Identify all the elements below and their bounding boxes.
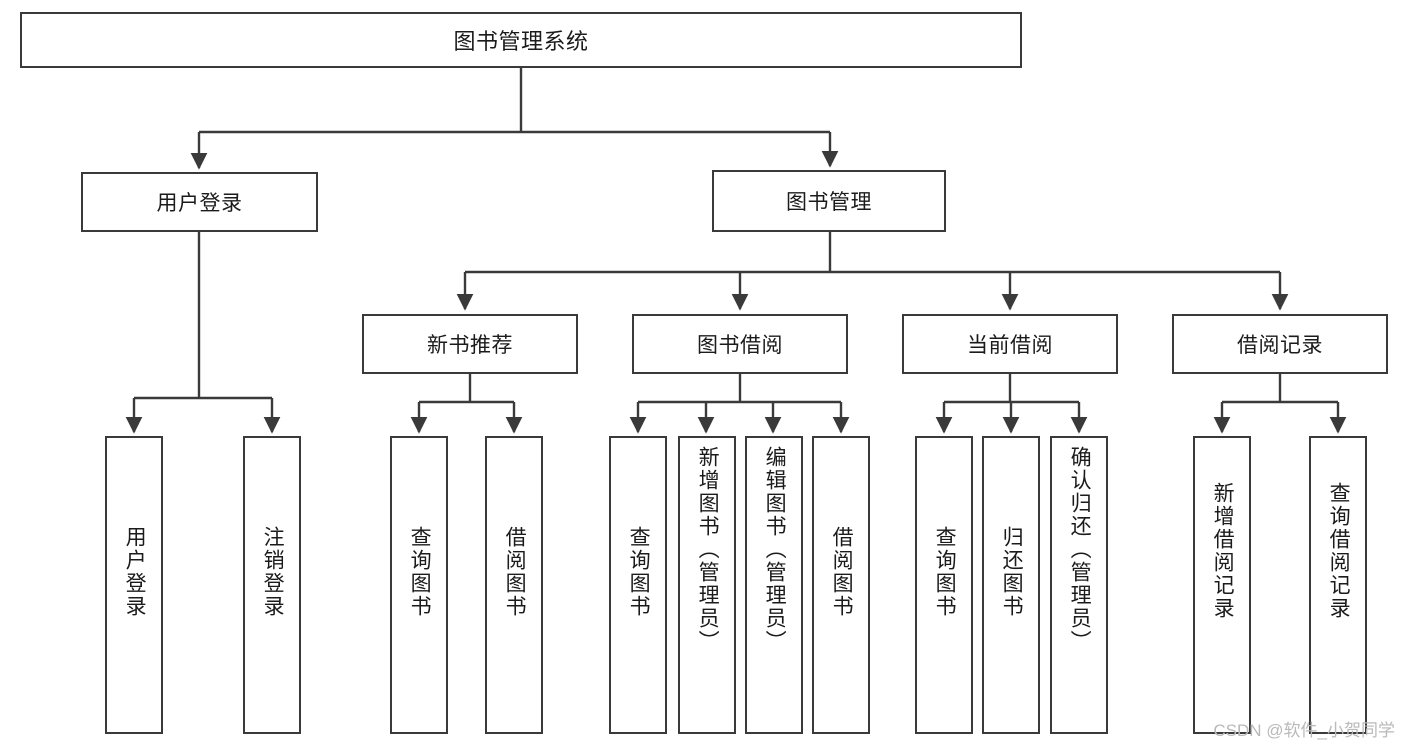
node-leaf-user-login-label: 用户登录	[123, 526, 147, 618]
node-leaf-br-query-record[interactable]: 查询借阅记录	[1309, 436, 1367, 734]
node-leaf-bb-edit-book-label: 编辑图书（管理员）	[763, 446, 787, 653]
node-leaf-bb-edit-book[interactable]: 编辑图书（管理员）	[745, 436, 803, 734]
csdn-watermark: CSDN @软件_小贺同学	[1213, 721, 1395, 740]
node-leaf-cb-confirm-return-label: 确认归还（管理员）	[1068, 446, 1092, 653]
node-leaf-bb-borrow-book-label: 借阅图书	[830, 526, 854, 618]
node-book-borrow-label: 图书借阅	[697, 334, 783, 357]
node-leaf-cb-confirm-return[interactable]: 确认归还（管理员）	[1050, 436, 1108, 734]
node-leaf-rec-query-book-label: 查询图书	[408, 526, 432, 618]
node-leaf-cb-query-book-label: 查询图书	[933, 526, 957, 618]
node-borrow-record-label: 借阅记录	[1237, 334, 1323, 357]
node-leaf-cb-return-book[interactable]: 归还图书	[982, 436, 1040, 734]
node-leaf-bb-query-book[interactable]: 查询图书	[609, 436, 667, 734]
node-book-manage-label: 图书管理	[786, 191, 872, 214]
node-borrow-record[interactable]: 借阅记录	[1172, 314, 1388, 374]
node-user-login-label: 用户登录	[156, 192, 243, 215]
node-leaf-bb-borrow-book[interactable]: 借阅图书	[812, 436, 870, 734]
node-leaf-rec-borrow-book[interactable]: 借阅图书	[485, 436, 543, 734]
node-leaf-rec-query-book[interactable]: 查询图书	[390, 436, 448, 734]
node-new-book-rec[interactable]: 新书推荐	[362, 314, 578, 374]
node-book-manage[interactable]: 图书管理	[712, 170, 946, 232]
node-leaf-bb-add-book-label: 新增图书（管理员）	[696, 446, 720, 653]
node-new-book-rec-label: 新书推荐	[427, 334, 513, 357]
node-leaf-logout[interactable]: 注销登录	[243, 436, 301, 734]
node-leaf-user-login[interactable]: 用户登录	[105, 436, 163, 734]
node-leaf-br-add-record[interactable]: 新增借阅记录	[1193, 436, 1251, 734]
node-root[interactable]: 图书管理系统	[20, 12, 1022, 68]
node-leaf-bb-query-book-label: 查询图书	[627, 526, 651, 618]
node-leaf-cb-query-book[interactable]: 查询图书	[915, 436, 973, 734]
node-book-borrow[interactable]: 图书借阅	[632, 314, 848, 374]
node-leaf-br-add-record-label: 新增借阅记录	[1211, 482, 1235, 620]
node-current-borrow[interactable]: 当前借阅	[902, 314, 1118, 374]
node-leaf-bb-add-book[interactable]: 新增图书（管理员）	[678, 436, 736, 734]
node-root-label: 图书管理系统	[453, 29, 589, 54]
node-user-login[interactable]: 用户登录	[81, 172, 318, 232]
node-leaf-cb-return-book-label: 归还图书	[1000, 526, 1024, 618]
node-leaf-logout-label: 注销登录	[261, 526, 285, 618]
node-leaf-rec-borrow-book-label: 借阅图书	[503, 526, 527, 618]
node-current-borrow-label: 当前借阅	[967, 334, 1053, 357]
node-leaf-br-query-record-label: 查询借阅记录	[1327, 482, 1351, 620]
